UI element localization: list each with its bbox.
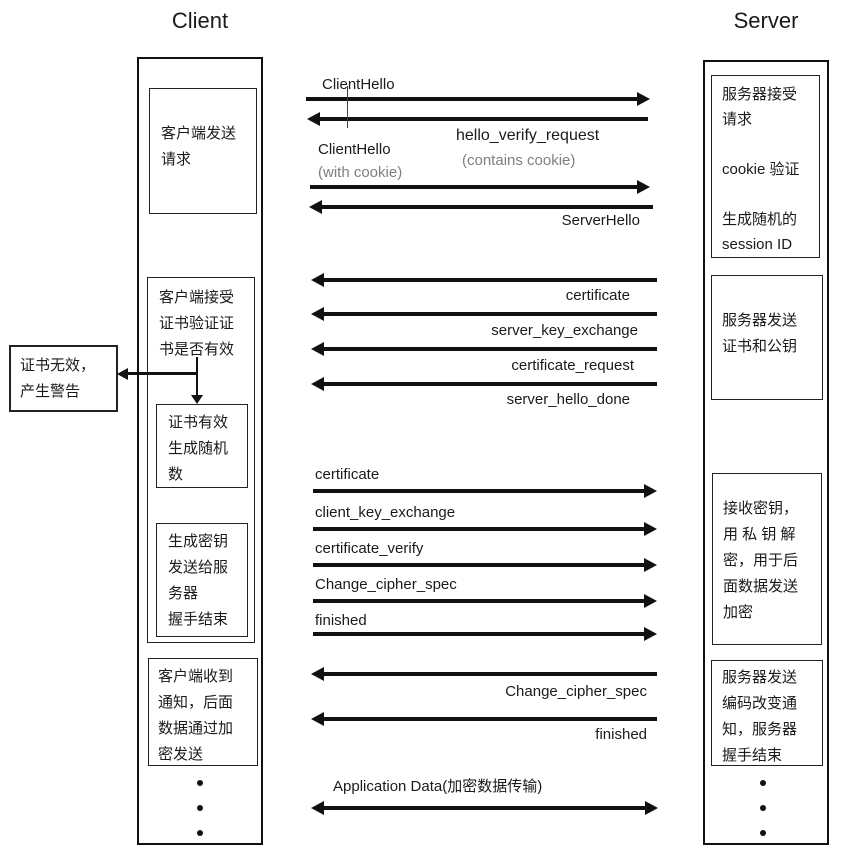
arrowhead-left-icon [311, 667, 324, 681]
arrowhead-right-icon [645, 801, 658, 815]
arrow-clienthello-1 [306, 97, 638, 101]
label-certificate-s2c: certificate [565, 287, 630, 304]
arrowhead-right-icon [637, 180, 650, 194]
ellipsis-dot [760, 805, 766, 811]
ellipsis-dot [760, 780, 766, 786]
arrowhead-down-icon [191, 395, 203, 404]
arrowhead-left-icon [311, 712, 324, 726]
arrowhead-right-icon [637, 92, 650, 106]
label-certificate-verify: certificate_verify [315, 540, 424, 557]
label-change-cipher-spec-s2c: Change_cipher_spec [505, 683, 647, 700]
ellipsis-dot [760, 830, 766, 836]
label-certificate-request: certificate_request [511, 357, 634, 374]
label-client-key-exchange: client_key_exchange [315, 504, 456, 521]
arrow-server-key-exchange [322, 312, 657, 316]
server-box-receive-key: 接收密钥， 用 私 钥 解 密，用于后 面数据发送 加密 [712, 473, 822, 645]
arrowhead-right-icon [644, 522, 657, 536]
arrowhead-right-icon [644, 558, 657, 572]
label-clienthello-2: ClientHello [318, 141, 391, 158]
arrowhead-right-icon [644, 484, 657, 498]
server-box-change-notice: 服务器发送 编码改变通 知，服务器 握手结束 [711, 660, 823, 766]
arrow-certificate-request [322, 347, 657, 351]
client-box-cert-valid: 证书有效 生成随机 数 [156, 404, 248, 488]
arrow-certificate-c2s [313, 489, 645, 493]
label-hello-verify-request: hello_verify_request [456, 127, 600, 144]
arrowhead-left-icon [117, 368, 128, 380]
arrowhead-right-icon [644, 594, 657, 608]
timeline-tick [347, 86, 348, 128]
arrow-finished-c2s [313, 632, 645, 636]
label-certificate-c2s: certificate [315, 466, 380, 483]
client-box-notified: 客户端收到 通知，后面 数据通过加 密发送 [148, 658, 258, 766]
arrowhead-left-icon [311, 801, 324, 815]
arrow-change-cipher-spec-c2s [313, 599, 645, 603]
arrow-certificate-verify [313, 563, 645, 567]
arrowhead-left-icon [311, 342, 324, 356]
ellipsis-dot [197, 830, 203, 836]
ellipsis-dot [197, 805, 203, 811]
server-box-send-cert: 服务器发送 证书和公钥 [711, 275, 823, 400]
arrowhead-left-icon [311, 307, 324, 321]
arrowhead-left-icon [311, 273, 324, 287]
arrow-certificate-s2c [322, 278, 657, 282]
arrow-finished-s2c [322, 717, 657, 721]
arrow-hello-verify-request [318, 117, 648, 121]
label-finished-c2s: finished [315, 612, 367, 629]
client-box-send-request: 客户端发送 请求 [149, 88, 257, 214]
connector-vertical-line [196, 357, 198, 395]
label-server-key-exchange: server_key_exchange [491, 322, 638, 339]
label-contains-cookie: (contains cookie) [462, 152, 576, 169]
label-clienthello-1: ClientHello [322, 76, 395, 93]
arrow-application-data [322, 806, 646, 810]
arrowhead-left-icon [309, 200, 322, 214]
label-serverhello: ServerHello [561, 212, 640, 229]
arrow-serverhello [320, 205, 653, 209]
arrow-clienthello-2 [310, 185, 638, 189]
client-title: Client [171, 8, 229, 33]
label-change-cipher-spec-c2s: Change_cipher_spec [315, 576, 457, 593]
arrow-client-key-exchange [313, 527, 645, 531]
client-box-generate-key: 生成密钥 发送给服 务器 握手结束 [156, 523, 248, 637]
ellipsis-dot [197, 780, 203, 786]
connector-horizontal-line [128, 372, 197, 375]
label-server-hello-done: server_hello_done [506, 391, 630, 408]
server-box-accept-request: 服务器接受 请求 cookie 验证 生成随机的 session ID [711, 75, 820, 258]
arrow-change-cipher-spec-s2c [322, 672, 657, 676]
arrowhead-right-icon [644, 627, 657, 641]
warning-box-cert-invalid: 证书无效， 产生警告 [9, 345, 118, 412]
label-finished-s2c: finished [595, 726, 647, 743]
server-title: Server [733, 8, 799, 33]
arrowhead-left-icon [307, 112, 320, 126]
arrowhead-left-icon [311, 377, 324, 391]
arrow-server-hello-done [322, 382, 657, 386]
label-application-data: Application Data(加密数据传输) [333, 778, 543, 795]
label-with-cookie: (with cookie) [318, 164, 403, 181]
